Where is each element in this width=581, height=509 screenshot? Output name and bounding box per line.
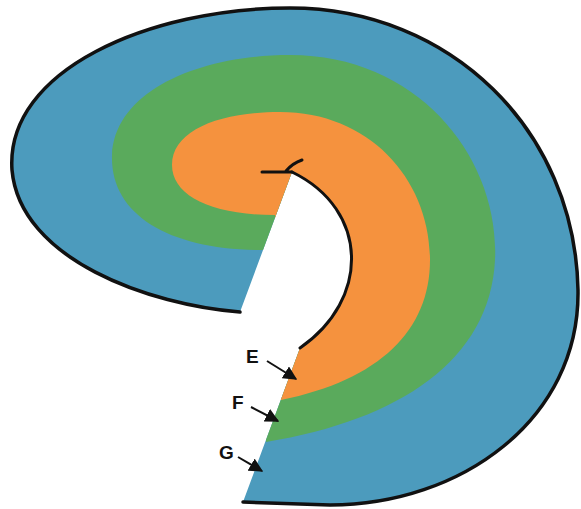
middle-band	[112, 55, 495, 442]
callout-letter: E	[246, 347, 259, 366]
outer-outline	[12, 8, 578, 505]
inner-band	[172, 112, 430, 400]
callout-letter: F	[232, 393, 244, 412]
outer-band	[12, 8, 578, 505]
inner-outline	[292, 172, 352, 348]
leader-arrow	[267, 361, 296, 379]
callout-letter: G	[219, 443, 234, 462]
leader-arrow	[238, 457, 262, 471]
leader-arrow	[251, 407, 278, 421]
membrane-tick	[262, 160, 302, 172]
